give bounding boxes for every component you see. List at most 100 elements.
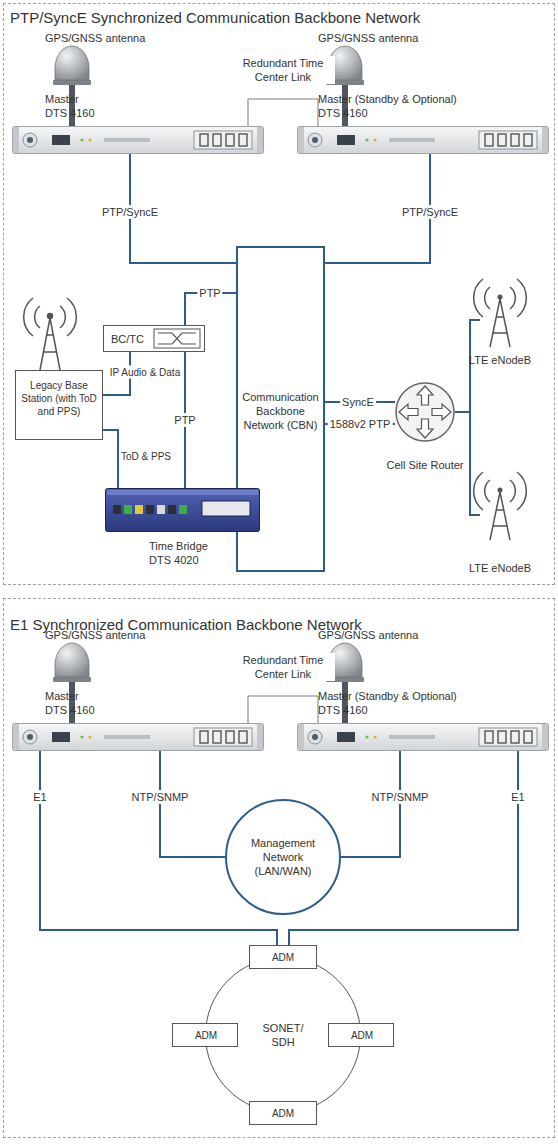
knob-center — [312, 734, 318, 740]
base-station-antenna — [24, 298, 77, 370]
chassis — [13, 127, 264, 154]
link-label: IP Audio & Data — [108, 366, 182, 379]
adm-label: ADM — [250, 951, 316, 964]
led — [365, 735, 368, 738]
device-label: Master (Standby & Optional) DTS 4160 — [318, 92, 468, 120]
device-label: Master (Standby & Optional) DTS 4160 — [318, 689, 468, 717]
router-arrow — [432, 404, 451, 420]
display — [202, 501, 250, 516]
bc-tc-box: BC/TC — [103, 325, 205, 352]
link-label: Redundant Time Center Link — [231, 653, 335, 681]
power-knob — [23, 730, 37, 744]
master-clock: GPS/GNSS antennaMaster DTS 4160 — [12, 126, 264, 154]
slot — [389, 138, 435, 142]
rack-ear — [298, 724, 304, 750]
connector-line — [160, 751, 225, 857]
rack-ear — [13, 724, 19, 750]
router-arrow — [399, 404, 418, 420]
display-digit — [511, 731, 519, 743]
display-digit — [524, 134, 532, 146]
router-circle — [396, 383, 454, 441]
port — [52, 732, 70, 742]
display-digit — [213, 731, 221, 743]
ring-label: SONET/ SDH — [253, 1021, 313, 1049]
led — [80, 138, 83, 141]
knob-center — [312, 137, 318, 143]
chassis — [13, 724, 264, 751]
slot — [389, 735, 435, 739]
device-label: Master DTS 4160 — [45, 92, 99, 120]
link-label: NTP/SNMP — [130, 790, 191, 804]
panel-frame: PTP/SyncE Synchronized Communication Bac… — [3, 3, 555, 585]
adm-label: ADM — [173, 1029, 239, 1042]
link-label: ToD & PPS — [119, 450, 173, 463]
slot — [104, 735, 150, 739]
antenna-mast — [490, 492, 510, 540]
box-label: Legacy Base Station (with ToD and PPS) — [17, 379, 101, 418]
connector-line — [341, 751, 400, 857]
knob-center — [27, 734, 33, 740]
radio-waves — [474, 279, 527, 317]
display-digit — [498, 731, 506, 743]
link-label: PTP/SyncE — [400, 205, 460, 219]
display-digit — [485, 731, 493, 743]
network-circle — [226, 800, 340, 914]
display — [194, 728, 252, 746]
display-digit — [485, 134, 493, 146]
enodeb-antenna-shape — [480, 285, 520, 347]
port — [113, 505, 121, 514]
time-bridge-shape — [105, 488, 260, 532]
antenna-mast — [490, 299, 510, 347]
router-symbol: Cell Site Router — [395, 382, 455, 442]
top-edge — [107, 490, 258, 495]
link-label: E1 — [509, 790, 526, 804]
link-label: PTP — [197, 286, 222, 300]
port — [52, 135, 70, 145]
link-label: PTP/SyncE — [100, 205, 160, 219]
link-label: Redundant Time Center Link — [231, 56, 335, 84]
rack-ear — [257, 127, 263, 153]
router-arrow — [417, 386, 433, 405]
management-network: Management Network (LAN/WAN) — [225, 799, 341, 915]
rack-ear — [257, 724, 263, 750]
adm-box: ADM — [249, 1101, 317, 1125]
slot — [104, 138, 150, 142]
display-digit — [226, 731, 234, 743]
enodeb-antenna: LTE eNodeB — [480, 285, 520, 347]
led — [373, 735, 376, 738]
chassis — [298, 127, 549, 154]
network-label: Management Network (LAN/WAN) — [235, 836, 331, 878]
rack-ear — [13, 127, 19, 153]
port — [179, 505, 187, 514]
radio-waves — [474, 472, 527, 510]
port — [337, 732, 355, 742]
antenna-tip — [498, 488, 503, 493]
device-label: Master DTS 4160 — [45, 689, 99, 717]
knob-center — [27, 137, 33, 143]
link-label: 1588v2 PTP — [328, 417, 393, 431]
adm-box: ADM — [172, 1023, 238, 1047]
master-clock: GPS/GNSS antennaMaster DTS 4160 — [12, 723, 264, 751]
device-label: Time Bridge DTS 4020 — [149, 539, 215, 567]
antenna-label: GPS/GNSS antenna — [318, 31, 428, 45]
standby-clock-shape — [297, 723, 549, 751]
display-digit — [239, 731, 247, 743]
adm-box: ADM — [249, 945, 317, 969]
power-knob — [308, 730, 322, 744]
display-digit — [200, 731, 208, 743]
rack-ear — [542, 127, 548, 153]
display-digit — [239, 134, 247, 146]
panel-title: PTP/SyncE Synchronized Communication Bac… — [10, 9, 530, 27]
display — [194, 131, 252, 149]
standby-clock-shape — [297, 126, 549, 154]
antenna-label: LTE eNodeB — [460, 561, 540, 575]
chassis — [106, 489, 260, 532]
enodeb-antenna-shape — [480, 478, 520, 540]
display-digit — [524, 731, 532, 743]
base-station-box: Legacy Base Station (with ToD and PPS) — [15, 370, 103, 440]
antenna-tip — [498, 295, 503, 300]
power-knob — [23, 133, 37, 147]
router-label: Cell Site Router — [370, 458, 480, 472]
router-arrow — [417, 419, 433, 438]
